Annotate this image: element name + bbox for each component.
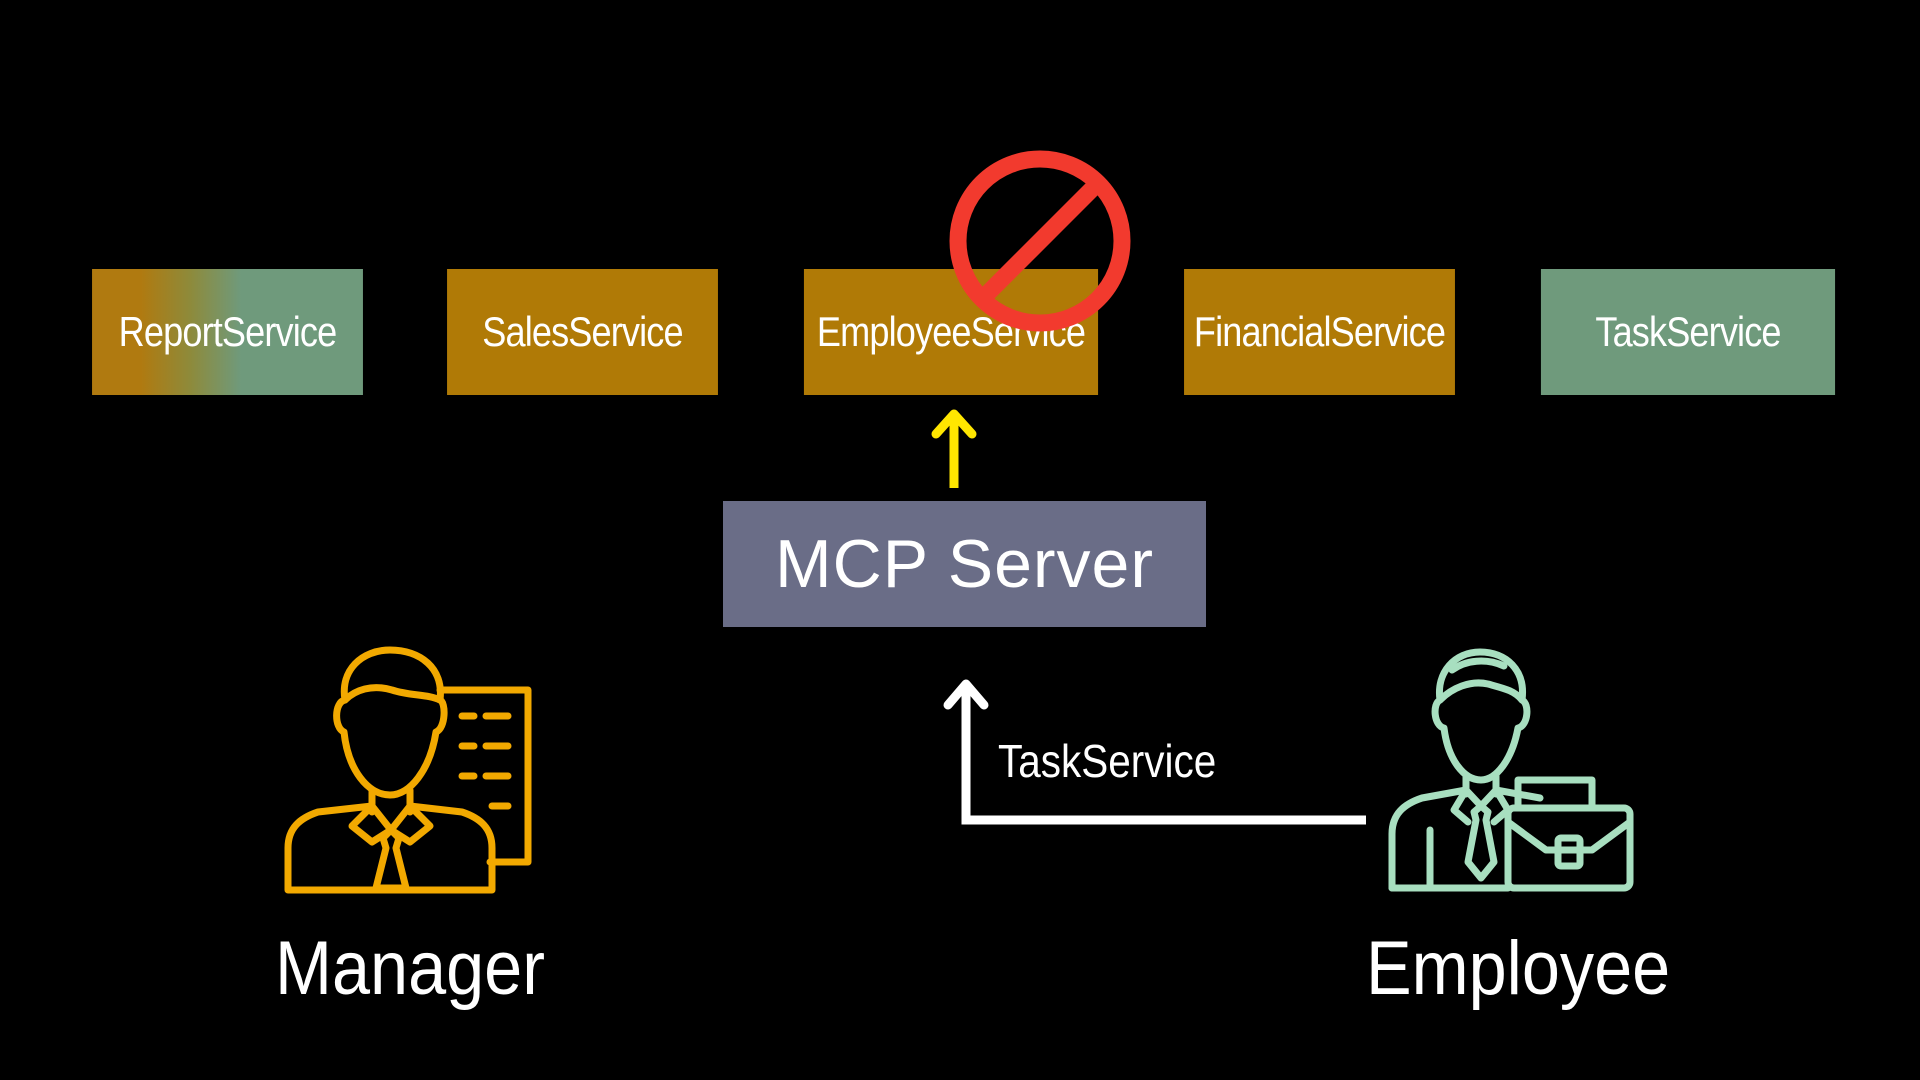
service-box-sales: SalesService [447, 269, 718, 395]
service-box-task: TaskService [1540, 269, 1836, 395]
manager-icon [284, 646, 532, 894]
route-label: TaskService [998, 735, 1217, 787]
service-box-financial: FinancialService [1184, 269, 1455, 395]
service-label-task: TaskService [1595, 308, 1781, 355]
service-label-report: ReportService [118, 308, 338, 355]
mcp-server-label: MCP Server [774, 526, 1155, 602]
mcp-server-box: MCP Server [723, 501, 1206, 627]
service-label-sales: SalesService [482, 308, 683, 355]
route-arrow-white-icon [943, 679, 1366, 825]
arrow-up-yellow-icon [931, 409, 977, 488]
manager-label: Manager [275, 926, 545, 1011]
employee-briefcase-icon [1388, 648, 1634, 892]
prohibited-icon [949, 150, 1131, 332]
service-box-employee: EmployeeService [803, 269, 1099, 395]
service-label-financial: FinancialService [1193, 308, 1446, 355]
service-box-report: ReportService [92, 269, 363, 395]
employee-label: Employee [1366, 926, 1671, 1011]
